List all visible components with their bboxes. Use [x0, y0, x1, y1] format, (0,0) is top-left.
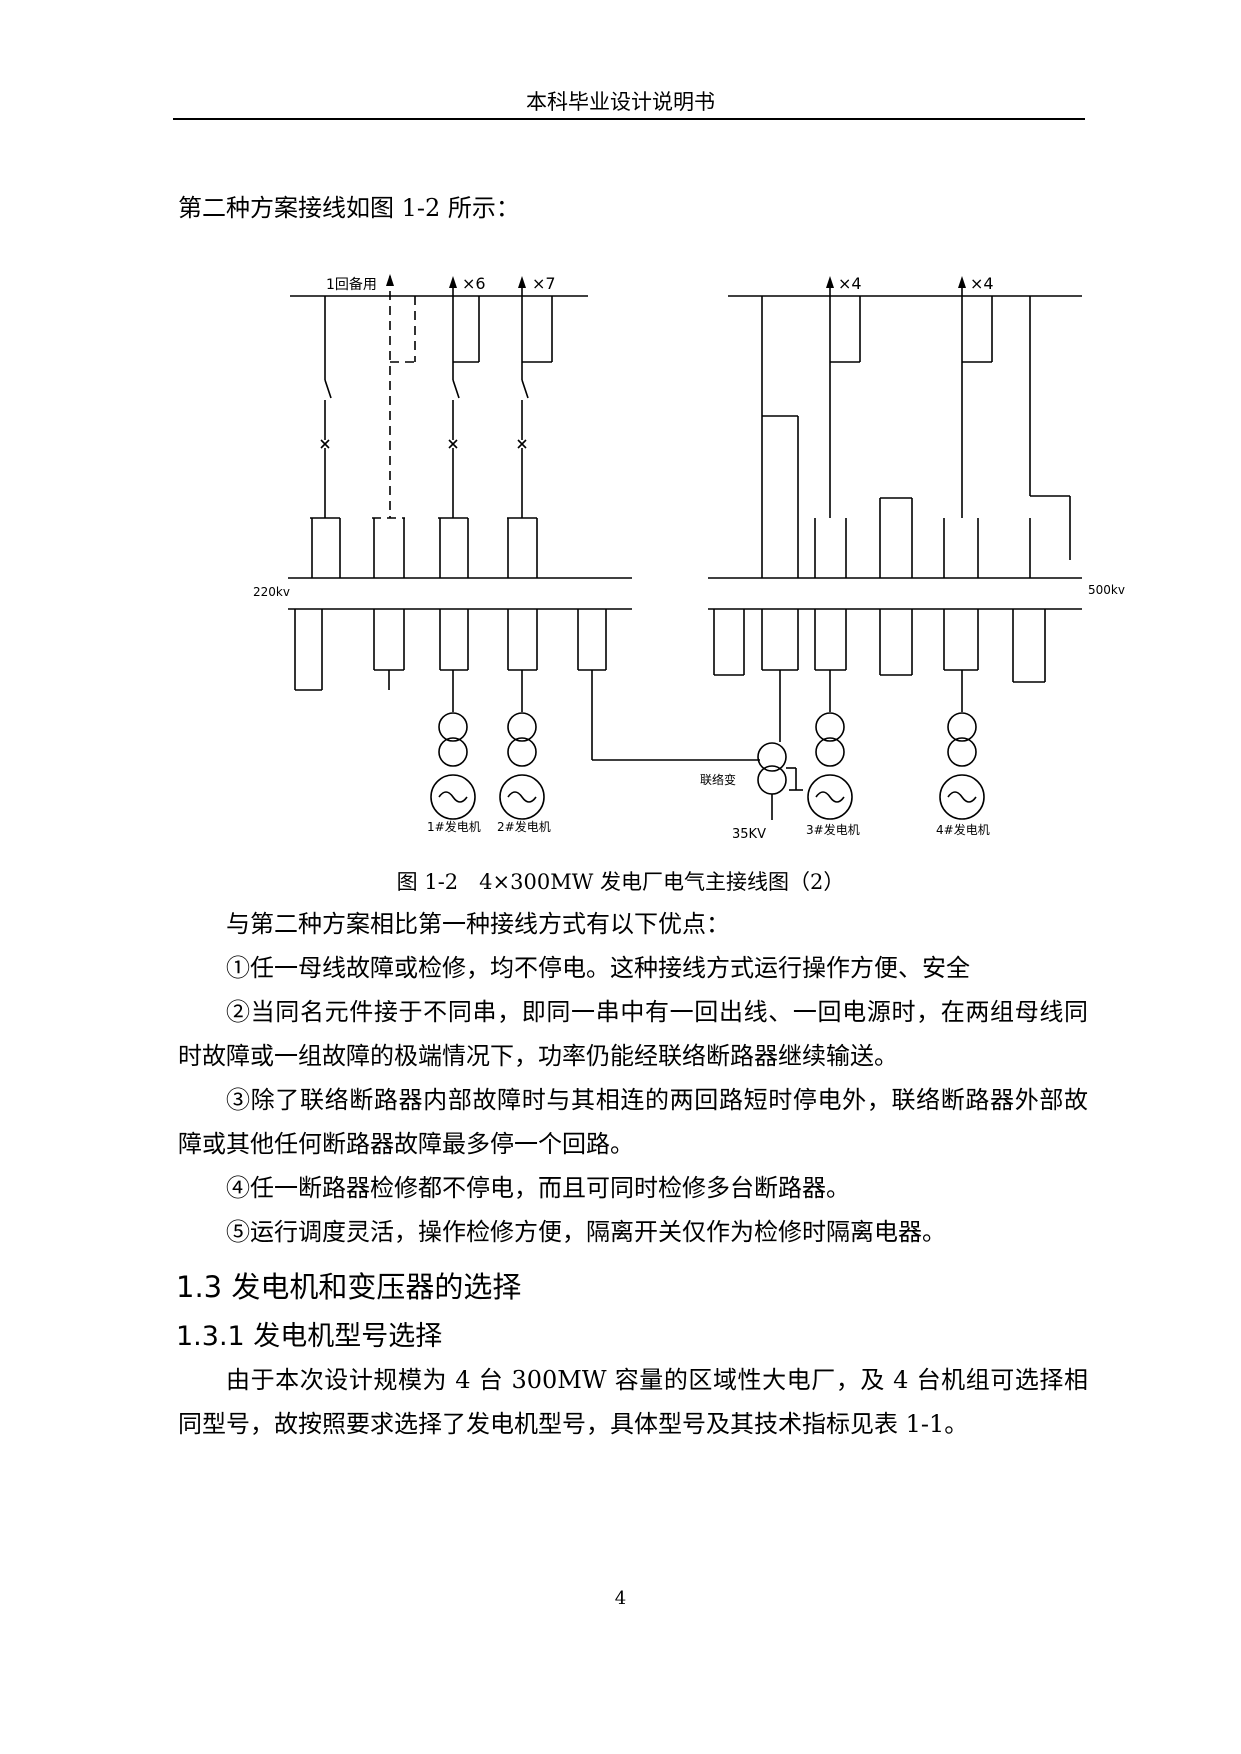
paragraph-advantage-3: ③除了联络断路器内部故障时与其相连的两回路短时停电外，联络断路器外部故障或其他任… — [178, 1086, 1088, 1158]
page-number: 4 — [614, 1588, 627, 1609]
label-gen2: 2#发电机 — [497, 819, 551, 834]
paragraph-advantages-intro: 与第二种方案相比第一种接线方式有以下优点： — [226, 910, 730, 938]
paragraph-advantage-5: ⑤运行调度灵活，操作检修方便，隔离开关仅作为检修时隔离电器。 — [226, 1218, 946, 1246]
label-bus-220: 220kv — [253, 585, 290, 599]
feeder-spare-dashed — [372, 276, 416, 519]
subsection-heading: 1.3.1 发电机型号选择 — [176, 1321, 443, 1352]
generator-3 — [807, 712, 853, 820]
label-gen3: 3#发电机 — [806, 822, 860, 837]
generator-4 — [939, 712, 985, 820]
label-bus-500: 500kv — [1088, 583, 1125, 597]
outgoing-arrow — [826, 276, 834, 288]
feeder-x6 — [438, 282, 480, 519]
label-tie-transformer: 联络变 — [700, 772, 736, 787]
outgoing-arrow — [518, 276, 526, 288]
label-x4-a: ×4 — [838, 274, 862, 293]
intro-paragraph: 第二种方案接线如图 1-2 所示： — [178, 194, 520, 222]
tie-transformer-symbol — [757, 712, 803, 820]
main-wiring-diagram: 1回备用 ×6 ×7 ×4 ×4 220kv 500kv 1#发电机 2#发电机… — [253, 274, 1125, 842]
section-heading: 1.3 发电机和变压器的选择 — [176, 1270, 522, 1304]
label-x6: ×6 — [462, 274, 486, 293]
paragraph-advantage-1: ①任一母线故障或检修，均不停电。这种接线方式运行操作方便、安全 — [226, 954, 970, 982]
outgoing-arrow — [386, 274, 394, 286]
paragraph-advantage-2: ②当同名元件接于不同串，即同一串中有一回出线、一回电源时，在两组母线同时故障或一… — [178, 998, 1088, 1070]
feeder-x7 — [507, 282, 553, 519]
left-strings — [294, 518, 760, 761]
label-x7: ×7 — [532, 274, 556, 293]
outgoing-arrow — [449, 276, 457, 288]
generator-1 — [430, 712, 476, 820]
feeder-spare — [310, 296, 340, 519]
paragraph-advantage-4: ④任一断路器检修都不停电，而且可同时检修多台断路器。 — [226, 1174, 850, 1202]
figure-caption: 图 1-2 4×300MW 发电厂电气主接线图（2） — [396, 870, 845, 894]
generator-2 — [499, 712, 545, 820]
header-rule — [173, 118, 1085, 120]
label-x4-b: ×4 — [970, 274, 994, 293]
label-gen1: 1#发电机 — [427, 819, 481, 834]
running-header: 本科毕业设计说明书 — [526, 90, 715, 114]
label-35kv: 35KV — [732, 827, 766, 842]
label-spare: 1回备用 — [326, 276, 377, 293]
outgoing-arrow — [958, 276, 966, 288]
paragraph-generator-selection: 由于本次设计规模为 4 台 300MW 容量的区域性大电厂，及 4 台机组可选择… — [178, 1366, 1088, 1438]
right-feeders — [713, 282, 1071, 712]
label-gen4: 4#发电机 — [936, 822, 990, 837]
